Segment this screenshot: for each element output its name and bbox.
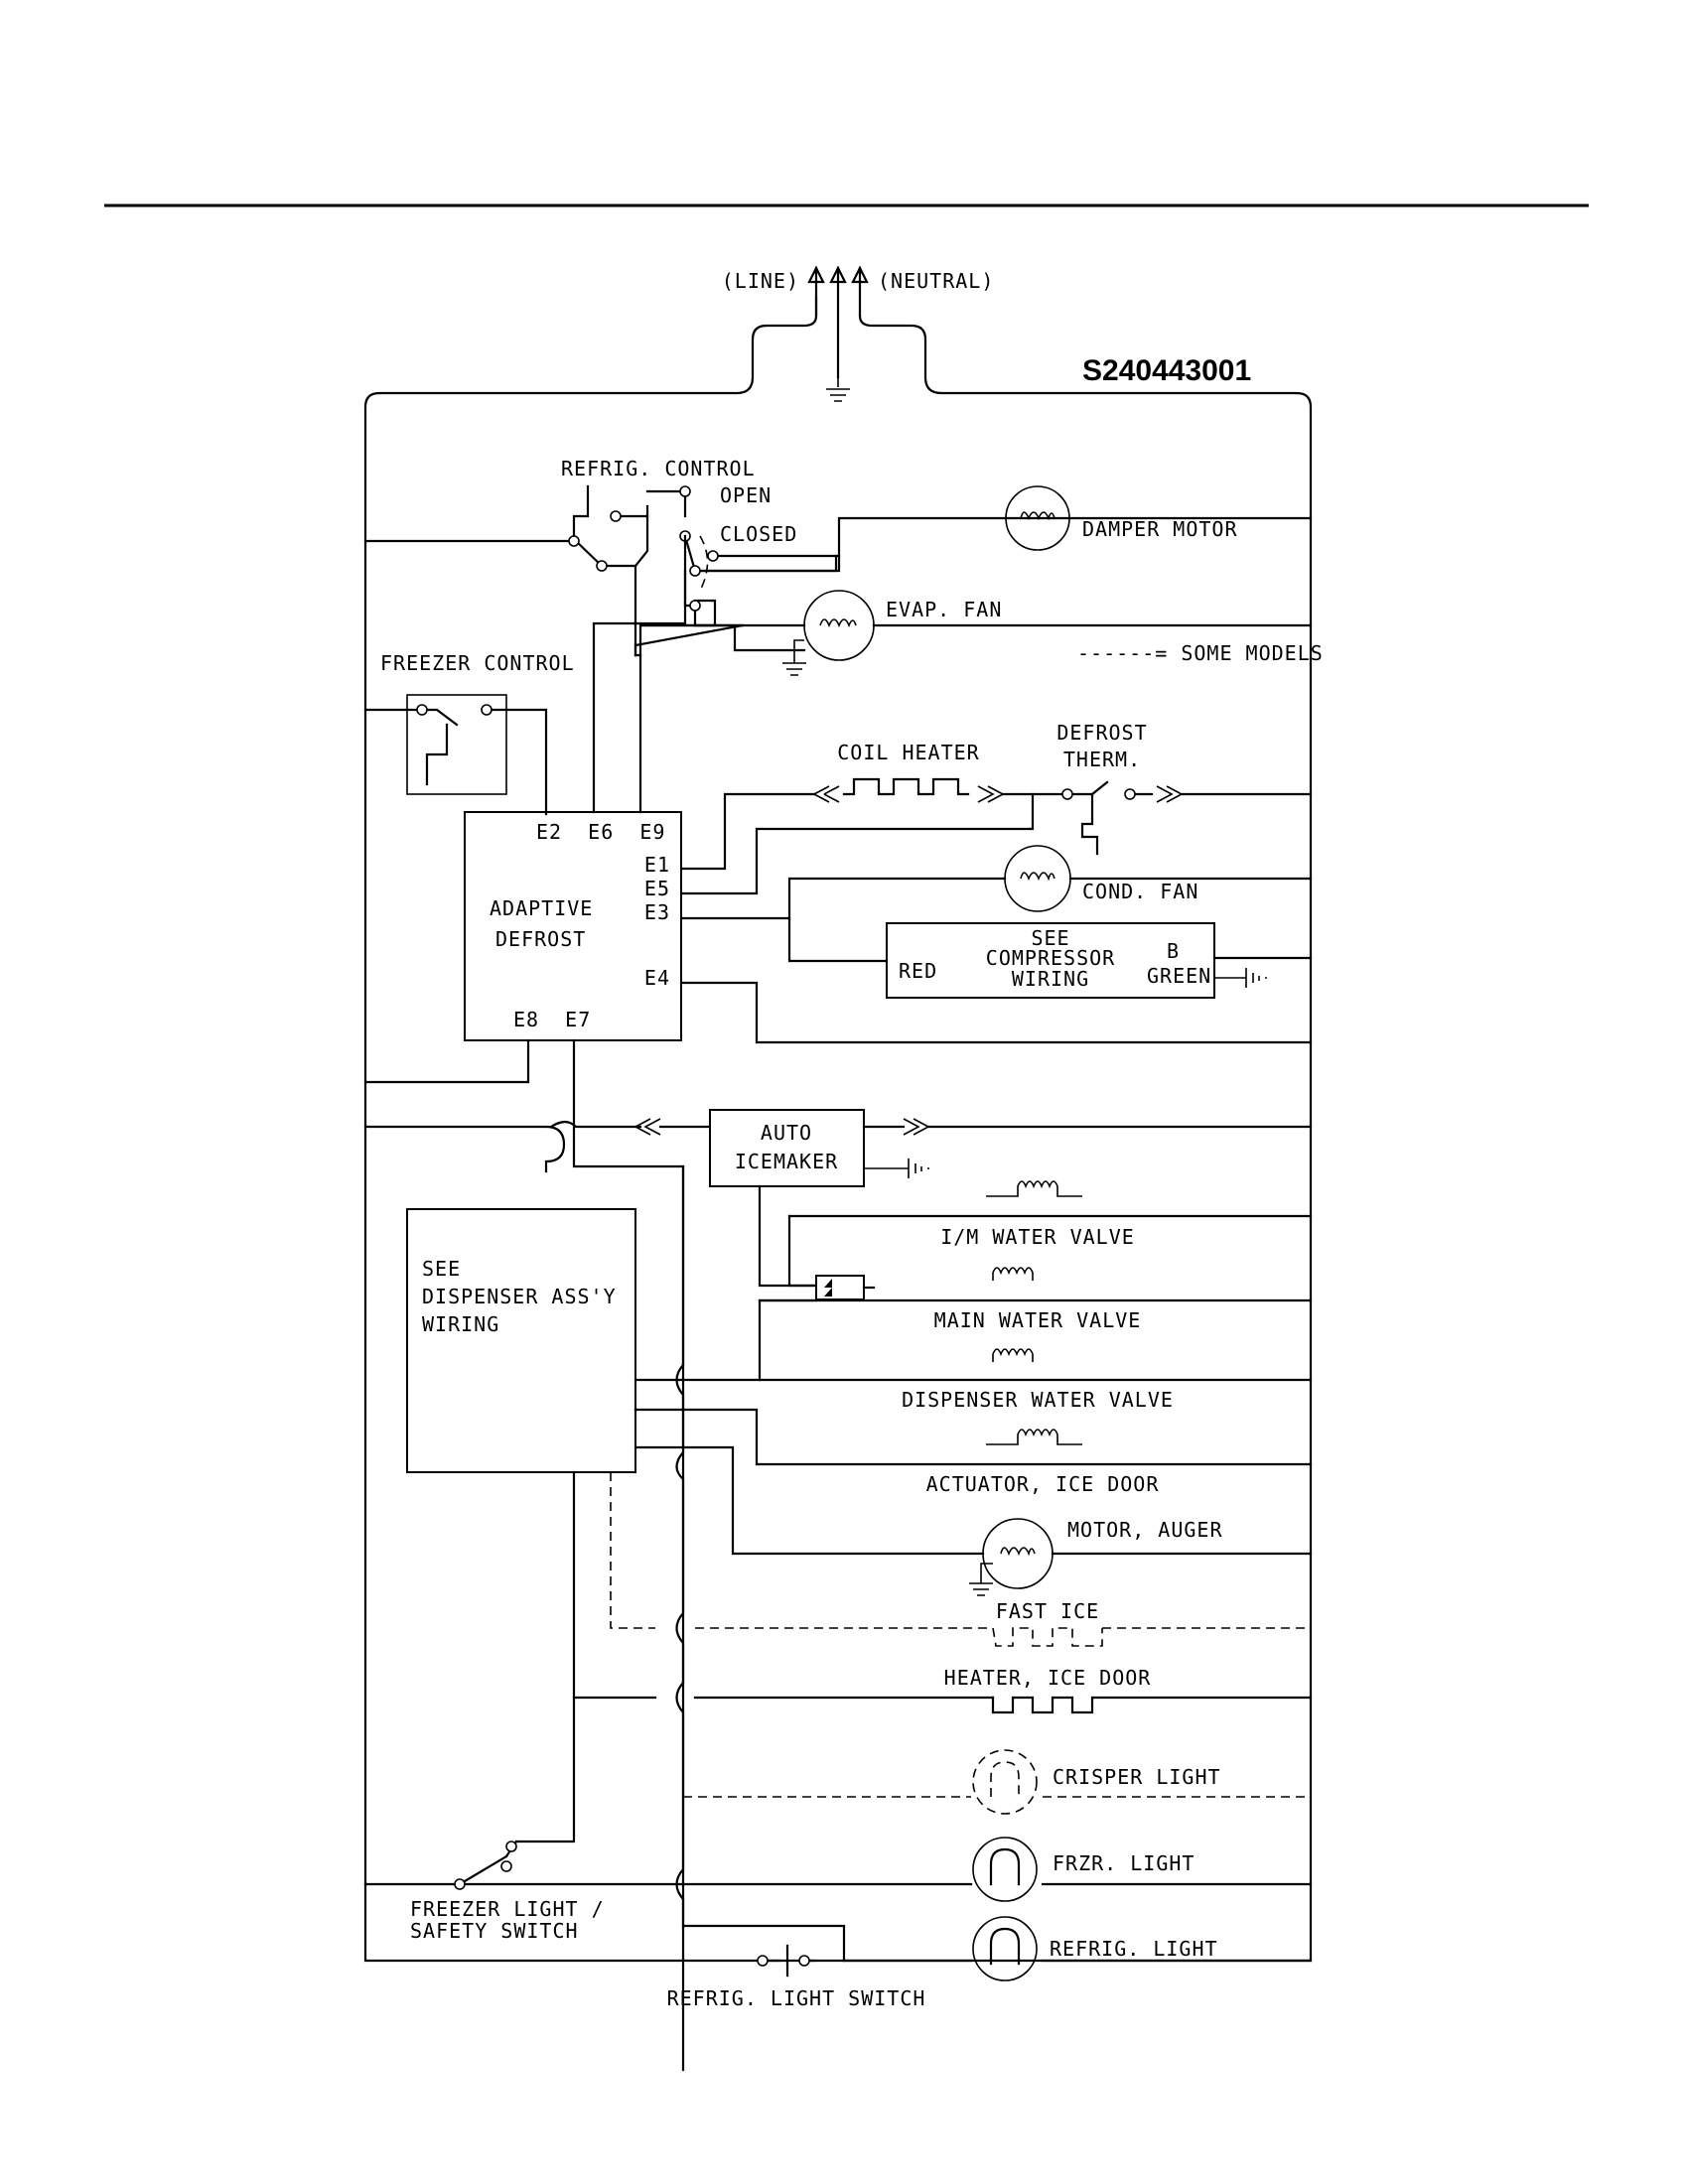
dispenser-assembly: SEE DISPENSER ASS'Y WIRING (406, 1208, 636, 1473)
supply-neutral-label: (NEUTRAL) (878, 269, 994, 293)
coil-heater: COIL HEATER (679, 741, 1066, 895)
dispenser-label-2: DISPENSER ASS'Y (422, 1285, 617, 1308)
refrig-light-switch-label: REFRIG. LIGHT SWITCH (667, 1986, 926, 2010)
refrig-control-closed: CLOSED (720, 522, 797, 546)
dispenser-water-valve: DISPENSER WATER VALVE (633, 1348, 1313, 1412)
defrost-therm-label-1: DEFROST (1056, 721, 1147, 745)
refrig-control-terminal (707, 550, 719, 562)
safety-switch-label-2: SAFETY SWITCH (410, 1919, 579, 1943)
cond-fan-label: COND. FAN (1082, 880, 1198, 903)
freezer-control-terminal (481, 704, 492, 716)
freezer-control-terminal (416, 704, 428, 716)
supply-line-label: (LINE) (722, 269, 799, 293)
refrig-light-switch: REFRIG. LIGHT SWITCH (667, 1944, 926, 2010)
refrig-light: REFRIG. LIGHT (681, 1916, 1313, 1981)
diagram-code: S240443001 (1082, 354, 1251, 387)
compressor-label-3: WIRING (1012, 967, 1089, 991)
adaptive-defrost-top-terminals: E2 E6 E9 (536, 820, 665, 844)
adaptive-defrost-name-1: ADAPTIVE (490, 896, 593, 920)
im-water-valve: I/M WATER VALVE (787, 1180, 1313, 1288)
refrig-control-terminal (679, 485, 691, 497)
adaptive-defrost-bottom-terminals: E8 E7 (513, 1008, 591, 1031)
actuator-ice-door-label: ACTUATOR, ICE DOOR (926, 1472, 1160, 1496)
adaptive-defrost-e5: E5 (644, 877, 670, 900)
crisper-light: CRISPER LIGHT (683, 1749, 1311, 1815)
frzr-light-label: FRZR. LIGHT (1053, 1851, 1195, 1875)
dispenser-label-3: WIRING (422, 1312, 499, 1336)
damper-motor-label: DAMPER MOTOR (1082, 517, 1238, 541)
cond-fan: COND. FAN (679, 845, 1313, 920)
adaptive-defrost-board: E2 E6 E9 E1 E5 E3 E4 ADAPTIVE DEFROST E8… (363, 534, 687, 2072)
compressor-label-1: SEE (1031, 926, 1069, 950)
refrig-control-open: OPEN (720, 483, 772, 507)
refrig-control-title: REFRIG. CONTROL (561, 457, 756, 480)
refrig-light-switch-terminal (798, 1955, 810, 1967)
compressor-b-label: B (1167, 939, 1180, 963)
defrost-therm-label-2: THERM. (1063, 748, 1141, 771)
safety-switch-terminal (500, 1860, 512, 1872)
refrig-control-terminal (689, 565, 701, 577)
evap-fan: EVAP. FAN (633, 590, 1313, 676)
adaptive-defrost-e1: E1 (644, 853, 670, 877)
freezer-light: FRZR. LIGHT (363, 1837, 1313, 1902)
some-models-legend: ------= SOME MODELS (1077, 641, 1324, 665)
crisper-light-label: CRISPER LIGHT (1053, 1765, 1221, 1789)
motor-auger: MOTOR, AUGER (633, 1445, 1313, 1596)
compressor-green-label: GREEN (1147, 964, 1211, 988)
compressor-red-label: RED (899, 959, 937, 983)
defrost-therm-terminal (1124, 788, 1136, 800)
refrig-control: REFRIG. CONTROL OPEN CLOSED (363, 457, 1313, 657)
safety-switch-terminal (454, 1878, 466, 1890)
fast-ice-label: FAST ICE (996, 1599, 1099, 1623)
freezer-control-title: FREEZER CONTROL (380, 651, 575, 675)
im-water-valve-label: I/M WATER VALVE (940, 1225, 1135, 1249)
adaptive-defrost-e3: E3 (644, 900, 670, 924)
icemaker-label-1: AUTO (761, 1121, 812, 1145)
freezer-control: FREEZER CONTROL (363, 651, 575, 816)
refrig-light-switch-terminal (757, 1955, 769, 1967)
main-water-valve: MAIN WATER VALVE (758, 1267, 1313, 1382)
refrig-control-terminal (568, 535, 580, 547)
defrost-thermostat: DEFROST THERM. (1056, 721, 1313, 856)
actuator-ice-door: ACTUATOR, ICE DOOR (633, 1408, 1313, 1496)
main-water-valve-label: MAIN WATER VALVE (934, 1308, 1142, 1332)
heater-ice-door: HEATER, ICE DOOR (572, 1666, 1313, 1714)
refrig-light-label: REFRIG. LIGHT (1050, 1937, 1218, 1961)
evap-fan-label: EVAP. FAN (886, 598, 1002, 621)
refrig-control-terminal (689, 600, 701, 612)
damper-motor: DAMPER MOTOR (1005, 485, 1238, 551)
heater-ice-door-label: HEATER, ICE DOOR (944, 1666, 1152, 1690)
compressor-label-2: COMPRESSOR (986, 946, 1115, 970)
dispenser-water-valve-label: DISPENSER WATER VALVE (902, 1388, 1174, 1412)
adaptive-defrost-name-2: DEFROST (495, 927, 586, 951)
safety-switch-label-1: FREEZER LIGHT / (410, 1897, 605, 1921)
adaptive-defrost-e4: E4 (644, 966, 670, 990)
refrig-control-terminal (610, 510, 622, 522)
dispenser-bus (514, 1164, 685, 1928)
compressor-wiring: SEE COMPRESSOR WIRING RED B GREEN (679, 916, 1313, 1044)
dispenser-label-1: SEE (422, 1257, 461, 1281)
icemaker-label-2: ICEMAKER (735, 1150, 838, 1173)
fast-ice-heater: FAST ICE (610, 1472, 1311, 1647)
freezer-light-safety-switch: FREEZER LIGHT / SAFETY SWITCH (363, 1840, 605, 1943)
valve-connector (758, 1184, 876, 1300)
refrig-control-terminal (596, 560, 608, 572)
safety-switch-terminal (505, 1841, 517, 1852)
defrost-therm-terminal (1061, 788, 1073, 800)
power-plug: (LINE) (NEUTRAL) (363, 265, 1313, 1963)
coil-heater-label: COIL HEATER (837, 741, 979, 764)
motor-auger-label: MOTOR, AUGER (1067, 1518, 1223, 1542)
auto-icemaker: AUTO ICEMAKER (363, 1109, 1313, 1187)
